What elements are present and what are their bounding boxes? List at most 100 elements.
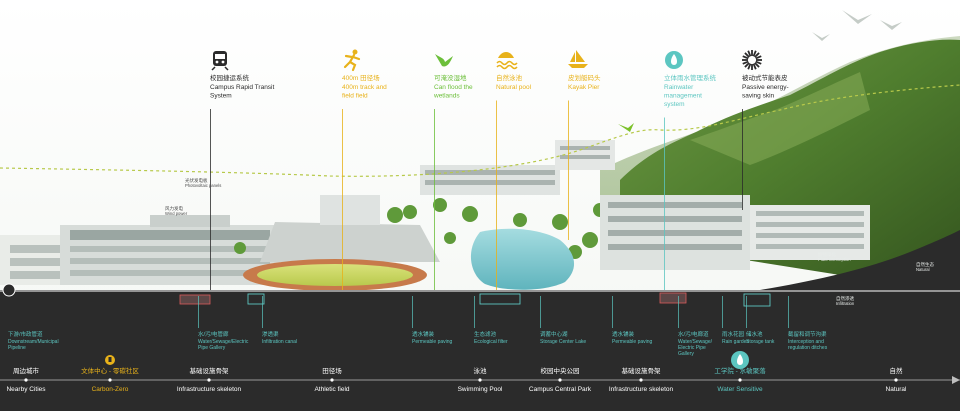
lightbulb-icon [105,355,115,365]
underground-cn: 下游/市政管道 [8,330,43,338]
underground-cn: 渗透渠 [262,330,279,338]
zone-5: 校园中央公园 Campus Central Park [529,366,592,393]
feature-en-label: System [210,93,232,100]
underground-en: Water/Sewage/ [678,339,713,345]
underground-en: Ecological filter [474,339,508,345]
zone-cn: 文体中心 - 零碳社区 [81,366,139,375]
zone-cn: 周边城市 [13,366,40,375]
bird-icon [435,54,453,67]
mid-label-en: Infiltration [836,301,855,306]
zone-dot [558,378,562,382]
feature-cn-label: 400m 田径场 [342,73,380,82]
zone-en: Infrastructure skeleton [609,386,674,393]
mountain-highlight [690,72,870,165]
mid-label-cn: 自然渗透 [836,295,854,302]
zone-en: Water Sensitive [717,386,763,393]
zone-0: 周边城市 Nearby Cities [6,366,46,393]
underground-cn: 水/污/电廊道 [678,330,709,338]
feature-en-label: Campus Rapid Transit [210,84,274,91]
feature-cn-label: 自然泳池 [496,73,523,82]
zone-dot [738,378,742,382]
underground-en: Rain garden [722,339,749,345]
mid-label-cn: 风力发电 [165,205,183,212]
zone-1: 文体中心 - 零碳社区 Carbon-Zero [81,355,139,393]
train-icon [211,51,229,71]
airflow-dashed-line [0,84,960,177]
underground-en: Infiltration canal [262,339,297,345]
underground-cn: 生态滤池 [474,330,497,338]
zone-labels: 周边城市 Nearby Cities 文体中心 - 零碳社区 Carbon-Zero 基… [6,351,907,393]
feature-en-label: Can flood the [434,84,473,91]
feature-cn-label: 可淹没湿地 [434,73,467,82]
zone-en: Infrastructure skeleton [177,386,242,393]
zone-cn: 泳池 [474,366,488,375]
underground-en: Downstream/Municipal [8,339,59,345]
zone-cn: 田径场 [322,366,342,375]
zone-dot [207,378,211,382]
underground-cn: 透水铺装 [412,330,435,338]
underground-cn: 截留和调节沟渠 [788,330,827,338]
runner-icon [343,49,361,72]
underground-en: Pipe Gallery [198,345,226,351]
mid-label-en: Photovoltaic panels [185,183,221,188]
pipe-outlet-icon [2,283,16,297]
underground-cn: 雨水花园 [722,330,745,338]
underground-cn: 水/污/电管廊 [198,330,229,338]
underground-cn: 储水池 [746,330,763,338]
feature-en-label: 400m track and [342,84,387,91]
zone-en: Campus Central Park [529,386,592,393]
underground-en: Water/Sewage/Electric [198,339,249,345]
zone-cn: 工学院 - 水敏聚落 [714,366,766,375]
mid-label-cn: 植物净化 [818,251,836,258]
zone-en: Carbon-Zero [92,386,129,393]
underground-cn: 透水铺装 [612,330,635,338]
trees [234,198,627,269]
feature-en-label: field field [342,93,368,100]
storage-tank-box [743,293,771,307]
feature-en-label: management [664,93,702,100]
feature-1: 400m 田径场 400m track and field field [342,49,387,100]
zone-en: Swimming Pool [458,386,503,393]
zone-en: Nearby Cities [6,386,46,393]
swimmer-icon [496,52,518,70]
zone-dot [478,378,482,382]
feature-en-label: system [664,101,685,108]
feature-en-label: saving skin [742,93,775,100]
underground-en: Storage Center Lake [540,339,586,345]
zone-dot [894,378,898,382]
feature-cn-label: 校园捷运系统 [210,73,250,82]
zone-dot [639,378,643,382]
underground-en: Interception and [788,339,824,345]
birds [812,10,902,41]
underground-en: Electric Pipe [678,345,706,351]
infiltration-canal-box [247,293,265,305]
underground-en: Permeable paving [412,339,453,345]
mid-label-en: Wind power [165,211,188,216]
zone-dot [24,378,28,382]
feature-en-label: Natural pool [496,84,532,91]
zone-cn: 校园中央公园 [541,366,580,375]
feature-3: 自然泳池 Natural pool [496,52,532,91]
underground-cn: 调蓄中心湖 [540,330,568,338]
zone-en: Natural [886,386,908,393]
feature-en-label: wetlands [433,93,460,100]
water-drop-icon [731,351,749,369]
feature-2: 可淹没湿地 Can flood the wetlands [433,54,473,100]
